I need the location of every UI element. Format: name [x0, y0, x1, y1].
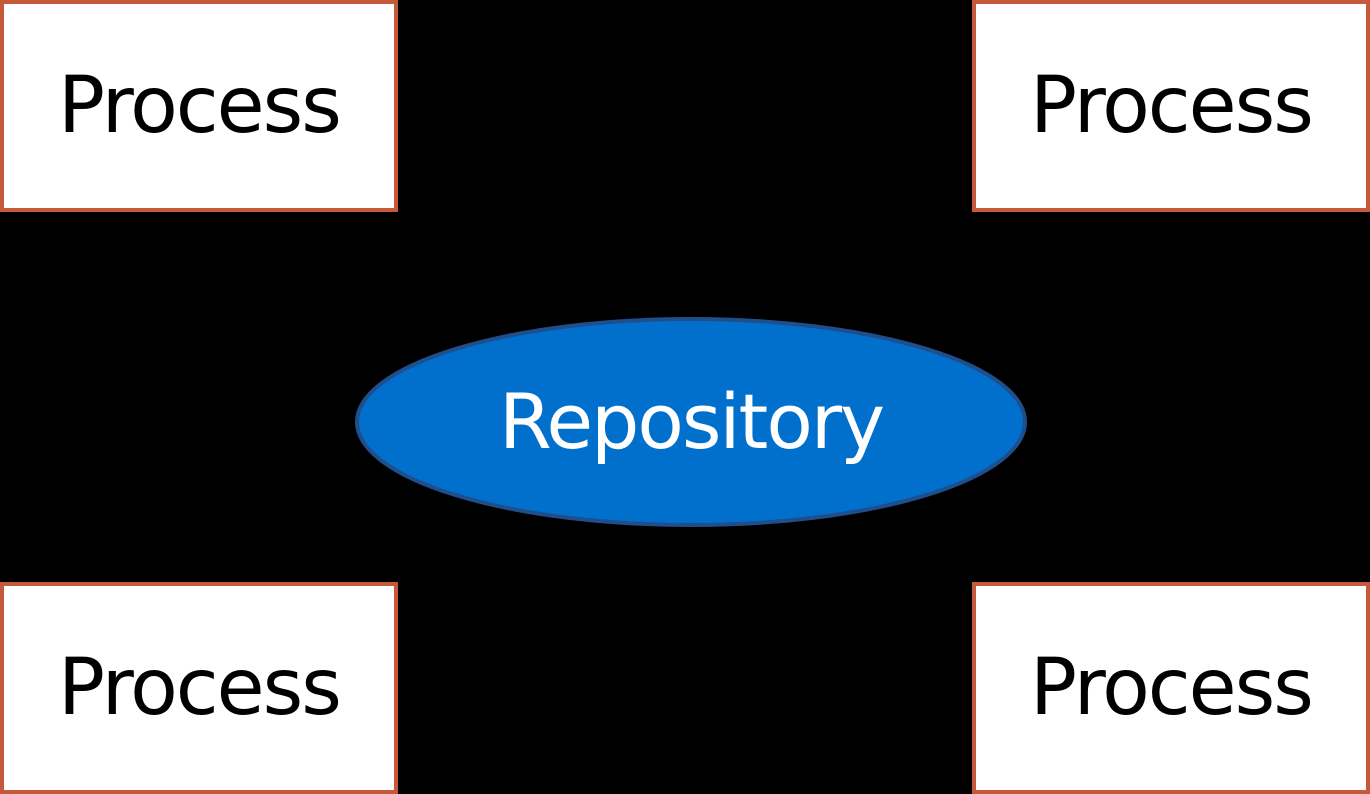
process-box-top-left: Process	[0, 0, 398, 212]
process-label: Process	[1030, 643, 1314, 733]
process-box-bottom-left: Process	[0, 582, 398, 794]
connector-top-right	[879, 212, 1173, 332]
process-label: Process	[1030, 61, 1314, 151]
process-label: Process	[58, 61, 342, 151]
connector-top-left	[197, 212, 501, 332]
repository-node: Repository	[354, 316, 1028, 528]
process-box-bottom-right: Process	[972, 582, 1370, 794]
repository-ellipse	[355, 317, 1027, 527]
process-label: Process	[58, 643, 342, 733]
process-box-top-right: Process	[972, 0, 1370, 212]
repository-label: Repository	[498, 377, 885, 466]
